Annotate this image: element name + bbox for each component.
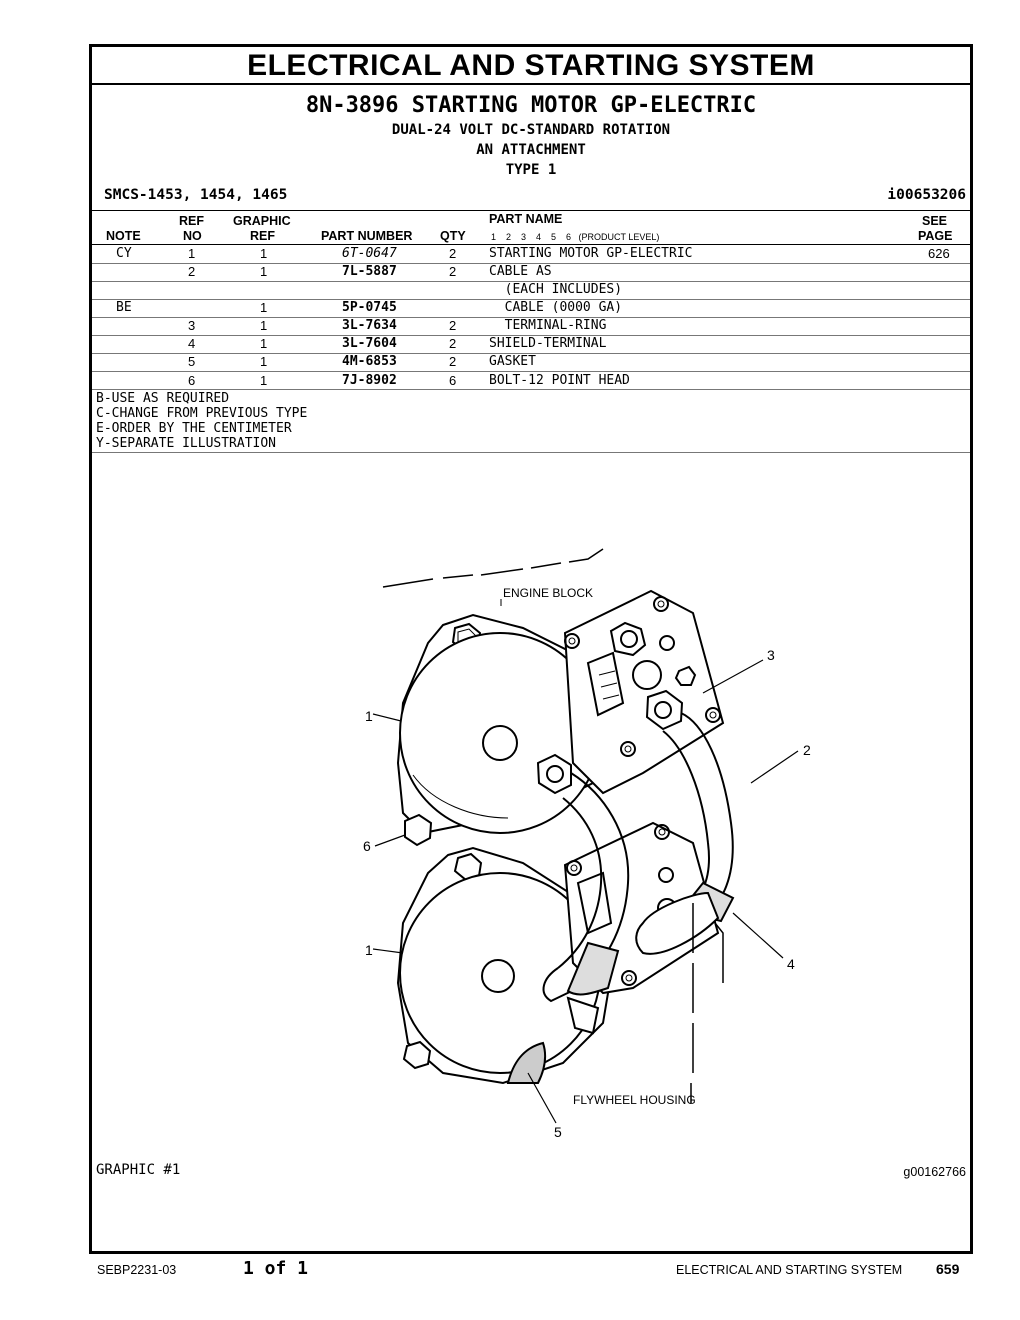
header-see-bottom: PAGE	[918, 229, 953, 243]
row-rule	[92, 281, 970, 282]
header-ref-top: REF	[179, 214, 204, 228]
row-rule	[92, 371, 970, 372]
row-ref: 3	[188, 318, 196, 333]
row-rule	[92, 263, 970, 264]
header-rule	[92, 244, 970, 245]
row-qty: 2	[449, 336, 457, 351]
smcs-codes: SMCS-1453, 1454, 1465	[104, 187, 288, 203]
header-graphic-top: GRAPHIC	[233, 214, 291, 228]
row-part-number: 7L-5887	[342, 264, 397, 279]
page-frame: ELECTRICAL AND STARTING SYSTEM 8N-3896 S…	[89, 44, 973, 1254]
notes-bottom-rule	[92, 452, 970, 453]
row-graphic: 1	[260, 246, 268, 261]
callout-1-lower: 1	[365, 942, 373, 958]
subtitle-line-2: AN ATTACHMENT	[476, 142, 586, 158]
row-part-name: SHIELD-TERMINAL	[489, 336, 607, 351]
row-rule	[92, 317, 970, 318]
callout-3: 3	[767, 647, 775, 663]
callout-1-upper: 1	[365, 708, 373, 724]
starting-motor-illustration: ENGINE BLOCK FLYWHEEL HOUSING 1 1 2 3 4 …	[363, 548, 811, 1140]
note-line: C-CHANGE FROM PREVIOUS TYPE	[96, 406, 308, 421]
note-line: B-USE AS REQUIRED	[96, 391, 230, 406]
row-rule	[92, 335, 970, 336]
note-line: E-ORDER BY THE CENTIMETER	[96, 421, 292, 436]
row-rule	[92, 353, 970, 354]
section-title: ELECTRICAL AND STARTING SYSTEM	[92, 47, 970, 85]
subtitle-line-1: DUAL-24 VOLT DC-STANDARD ROTATION	[391, 122, 671, 138]
row-part-name: CABLE (0000 GA)	[489, 300, 623, 315]
row-part-name: (EACH INCLUDES)	[489, 282, 623, 297]
row-see-page: 626	[928, 246, 950, 261]
footer-page-number: 659	[936, 1261, 960, 1277]
row-qty: 2	[449, 318, 457, 333]
header-product-level: 1 2 3 4 5 6 (PRODUCT LEVEL)	[491, 232, 660, 242]
row-qty: 2	[449, 354, 457, 369]
row-graphic: 1	[260, 373, 268, 388]
callout-5: 5	[554, 1124, 562, 1140]
row-graphic: 1	[260, 336, 268, 351]
illustration-id: i00653206	[887, 187, 966, 203]
row-qty: 2	[449, 264, 457, 279]
footer-doc-number: SEBP2231-03	[97, 1263, 177, 1277]
row-qty: 2	[449, 246, 457, 261]
callout-engine-block: ENGINE BLOCK	[503, 586, 593, 600]
row-part-number: 7J-8902	[342, 373, 397, 388]
note-line: Y-SEPARATE ILLUSTRATION	[96, 436, 277, 451]
callout-6: 6	[363, 838, 371, 854]
row-graphic: 1	[260, 264, 268, 279]
row-note: CY	[116, 246, 132, 261]
header-part-name: PART NAME	[489, 212, 563, 226]
group-title: 8N-3896 STARTING MOTOR GP-ELECTRIC	[305, 93, 757, 118]
row-graphic: 1	[260, 354, 268, 369]
graphic-id: g00162766	[903, 1165, 966, 1179]
row-qty: 6	[449, 373, 457, 388]
row-part-name: TERMINAL-RING	[489, 318, 607, 333]
header-note: NOTE	[106, 229, 141, 243]
callout-flywheel-housing: FLYWHEEL HOUSING	[573, 1093, 696, 1107]
footer-page-of: 1 of 1	[243, 1258, 309, 1279]
footer-section: ELECTRICAL AND STARTING SYSTEM	[676, 1263, 903, 1277]
graphic-label: GRAPHIC #1	[96, 1162, 181, 1178]
row-part-name: GASKET	[489, 354, 536, 369]
subtitle-line-3: TYPE 1	[505, 162, 557, 178]
callout-2: 2	[803, 742, 811, 758]
header-ref-bottom: NO	[183, 229, 202, 243]
row-ref: 6	[188, 373, 196, 388]
table-top-rule	[92, 210, 970, 211]
header-see-top: SEE	[922, 214, 948, 228]
row-ref: 1	[188, 246, 196, 261]
row-part-number: 3L-7604	[342, 336, 397, 351]
row-part-name: CABLE AS	[489, 264, 552, 279]
row-ref: 4	[188, 336, 196, 351]
row-ref: 5	[188, 354, 196, 369]
row-part-number: 5P-0745	[342, 300, 397, 315]
header-part-number: PART NUMBER	[321, 229, 413, 243]
callout-4: 4	[787, 956, 795, 972]
row-graphic: 1	[260, 318, 268, 333]
header-graphic-bottom: REF	[250, 229, 275, 243]
row-graphic: 1	[260, 300, 268, 315]
row-part-name: BOLT-12 POINT HEAD	[489, 373, 630, 388]
table-bottom-rule	[92, 389, 970, 390]
header-qty: QTY	[440, 229, 466, 243]
row-part-name: STARTING MOTOR GP-ELECTRIC	[489, 246, 693, 261]
row-note: BE	[116, 300, 132, 315]
row-part-number: 4M-6853	[342, 354, 397, 369]
row-part-number: 6T-0647	[342, 246, 397, 261]
row-rule	[92, 299, 970, 300]
row-ref: 2	[188, 264, 196, 279]
row-part-number: 3L-7634	[342, 318, 397, 333]
